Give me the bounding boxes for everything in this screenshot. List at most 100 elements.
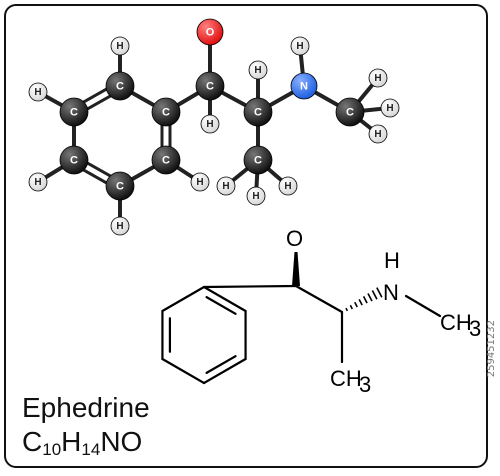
formula-part: NO	[100, 426, 143, 457]
hydrogen-atom: H	[368, 124, 388, 144]
skeletal-bond	[404, 294, 442, 318]
watermark-id: 259451232	[486, 320, 497, 378]
atom-sphere	[335, 97, 365, 127]
atom-sphere	[195, 71, 225, 101]
skeletal-bond	[161, 357, 206, 385]
atom-sphere	[151, 97, 181, 127]
amine-hydrogen-label: H	[384, 248, 400, 273]
atom-sphere	[290, 36, 310, 56]
atom-sphere	[110, 216, 130, 236]
atom-letter: H	[296, 41, 303, 52]
methyl-subscript: 3	[359, 372, 371, 397]
atom-letter: C	[254, 155, 262, 167]
carbon-atom: C	[59, 97, 89, 127]
skeletal-bond	[202, 284, 298, 289]
atom-letter: H	[34, 87, 41, 98]
hydrogen-atom: H	[380, 98, 400, 118]
skeletal-bond	[294, 284, 344, 314]
atom-letter: N	[300, 81, 308, 93]
hash-bond-segment	[367, 293, 373, 302]
atom-sphere	[368, 68, 388, 88]
atom-letter: C	[162, 107, 170, 119]
atom-sphere	[368, 124, 388, 144]
carbon-atom: C	[243, 145, 273, 175]
skeletal-bond	[161, 285, 206, 313]
atom-letter: O	[206, 27, 215, 39]
hydrogen-atom: H	[290, 36, 310, 56]
atom-sphere	[243, 97, 273, 127]
hash-bond-segment	[358, 298, 363, 306]
atom-letter: C	[70, 155, 78, 167]
atom-sphere	[28, 82, 48, 102]
atom-sphere	[216, 176, 236, 196]
hash-bond-segment	[345, 307, 349, 312]
wedge-bond	[292, 252, 300, 286]
carbon-atom: C	[151, 145, 181, 175]
hydrogen-atom: H	[216, 176, 236, 196]
atom-sphere	[380, 98, 400, 118]
hydrogen-atom: H	[110, 216, 130, 236]
hydrogen-atom: H	[28, 172, 48, 192]
atom-sphere	[110, 36, 130, 56]
hydrogen-atom: H	[200, 114, 220, 134]
carbon-atom: C	[105, 171, 135, 201]
formula-part: 10	[42, 440, 62, 459]
atom-sphere	[151, 145, 181, 175]
atom-sphere	[28, 172, 48, 192]
atom-sphere	[290, 72, 318, 100]
atom-letter: H	[284, 181, 291, 192]
hash-bond-segment	[371, 290, 378, 300]
skeletal-bond	[202, 285, 247, 313]
carbon-atom: C	[195, 71, 225, 101]
atom-sphere	[243, 145, 273, 175]
molecule-card	[4, 4, 488, 468]
atom-letter: C	[162, 155, 170, 167]
carbon-atom: C	[243, 97, 273, 127]
atom-sphere	[196, 18, 224, 46]
methyl-subscript: 3	[469, 316, 481, 341]
atom-letter: H	[116, 41, 123, 52]
formula-part: H	[61, 426, 82, 457]
hydrogen-atom: H	[246, 186, 266, 206]
hash-bond-segment	[362, 296, 368, 304]
atom-sphere	[246, 186, 266, 206]
carbon-atom: C	[335, 97, 365, 127]
atom-letter: H	[374, 73, 381, 84]
skeletal-bond	[202, 357, 247, 385]
nitrogen-label: N	[383, 280, 399, 305]
hydrogen-atom: H	[248, 60, 268, 80]
hydrogen-atom: H	[190, 172, 210, 192]
atom-sphere	[278, 176, 298, 196]
atom-letter: H	[252, 191, 259, 202]
oxygen-atom: O	[196, 18, 224, 46]
hydrogen-atom: H	[368, 68, 388, 88]
atom-sphere	[105, 171, 135, 201]
molecular-formula: C10H14NO	[22, 428, 142, 464]
formula-part: C	[22, 426, 43, 457]
atom-sphere	[190, 172, 210, 192]
methyl-label: CH	[440, 310, 472, 335]
atom-letter: H	[374, 129, 381, 140]
atom-sphere	[200, 114, 220, 134]
atom-sphere	[59, 145, 89, 175]
atom-letter: H	[34, 177, 41, 188]
atom-letter: C	[116, 81, 124, 93]
formula-part: 14	[81, 440, 101, 459]
hash-bond-segment	[349, 304, 354, 310]
carbon-atom: C	[151, 97, 181, 127]
atom-letter: H	[206, 119, 213, 130]
skeletal-bond	[205, 355, 237, 374]
hash-bond-segment	[376, 287, 383, 298]
atom-letter: C	[70, 107, 78, 119]
methyl-label: CH	[330, 366, 362, 391]
carbon-atom: C	[105, 71, 135, 101]
atom-letter: C	[254, 107, 262, 119]
hydrogen-atom: H	[28, 82, 48, 102]
hydrogen-atom: H	[110, 36, 130, 56]
hydrogen-atom: H	[278, 176, 298, 196]
carbon-atom: C	[59, 145, 89, 175]
atom-letter: C	[346, 107, 354, 119]
oxygen-label: O	[286, 226, 303, 251]
